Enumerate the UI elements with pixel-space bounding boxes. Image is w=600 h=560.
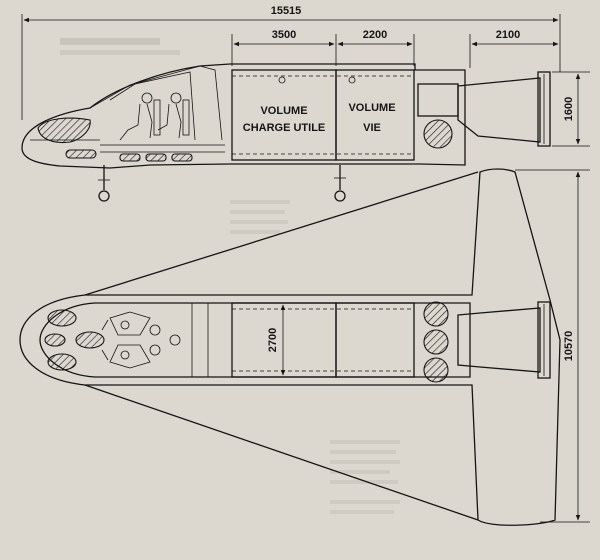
side-view: [21, 63, 551, 202]
life-volume-plan: [335, 302, 415, 378]
nose-gear-side: [98, 165, 110, 202]
tank-plan-1: [423, 301, 449, 327]
dim-payload-length: 3500: [272, 29, 296, 41]
tank-plan-3: [423, 357, 449, 383]
fuselage-side-outline: [21, 63, 466, 169]
dimension-lines: [21, 14, 590, 523]
nose-hatched-tank: [37, 117, 91, 144]
engine-nozzle-side: [457, 77, 541, 143]
crew-seats-plan: [101, 311, 181, 369]
dim-engine-length: 2100: [496, 29, 520, 41]
oxidizer-tank-side: [423, 119, 453, 149]
delta-wing-outline: [19, 168, 561, 526]
life-label-line2: VIE: [363, 122, 381, 134]
dim-cabin-width: 2700: [267, 328, 279, 352]
dim-life-length: 2200: [363, 29, 387, 41]
life-label-line1: VOLUME: [348, 102, 395, 114]
main-gear-side: [334, 165, 346, 202]
crew-seats-side: [119, 92, 190, 141]
plan-view: [19, 168, 561, 526]
dim-wingspan: 10570: [563, 331, 575, 362]
dim-overall-length: 15515: [271, 5, 302, 17]
payload-label-line2: CHARGE UTILE: [243, 122, 326, 134]
dim-engine-height: 1600: [563, 97, 575, 121]
engine-nozzle-plan: [457, 307, 541, 373]
tank-plan-2: [423, 329, 449, 355]
life-volume-side: [335, 69, 415, 161]
payload-bay-plan: [231, 302, 337, 378]
background-print-texture: [60, 38, 400, 514]
nose-tanks-plan: [44, 309, 105, 371]
payload-label-line1: VOLUME: [260, 105, 307, 117]
